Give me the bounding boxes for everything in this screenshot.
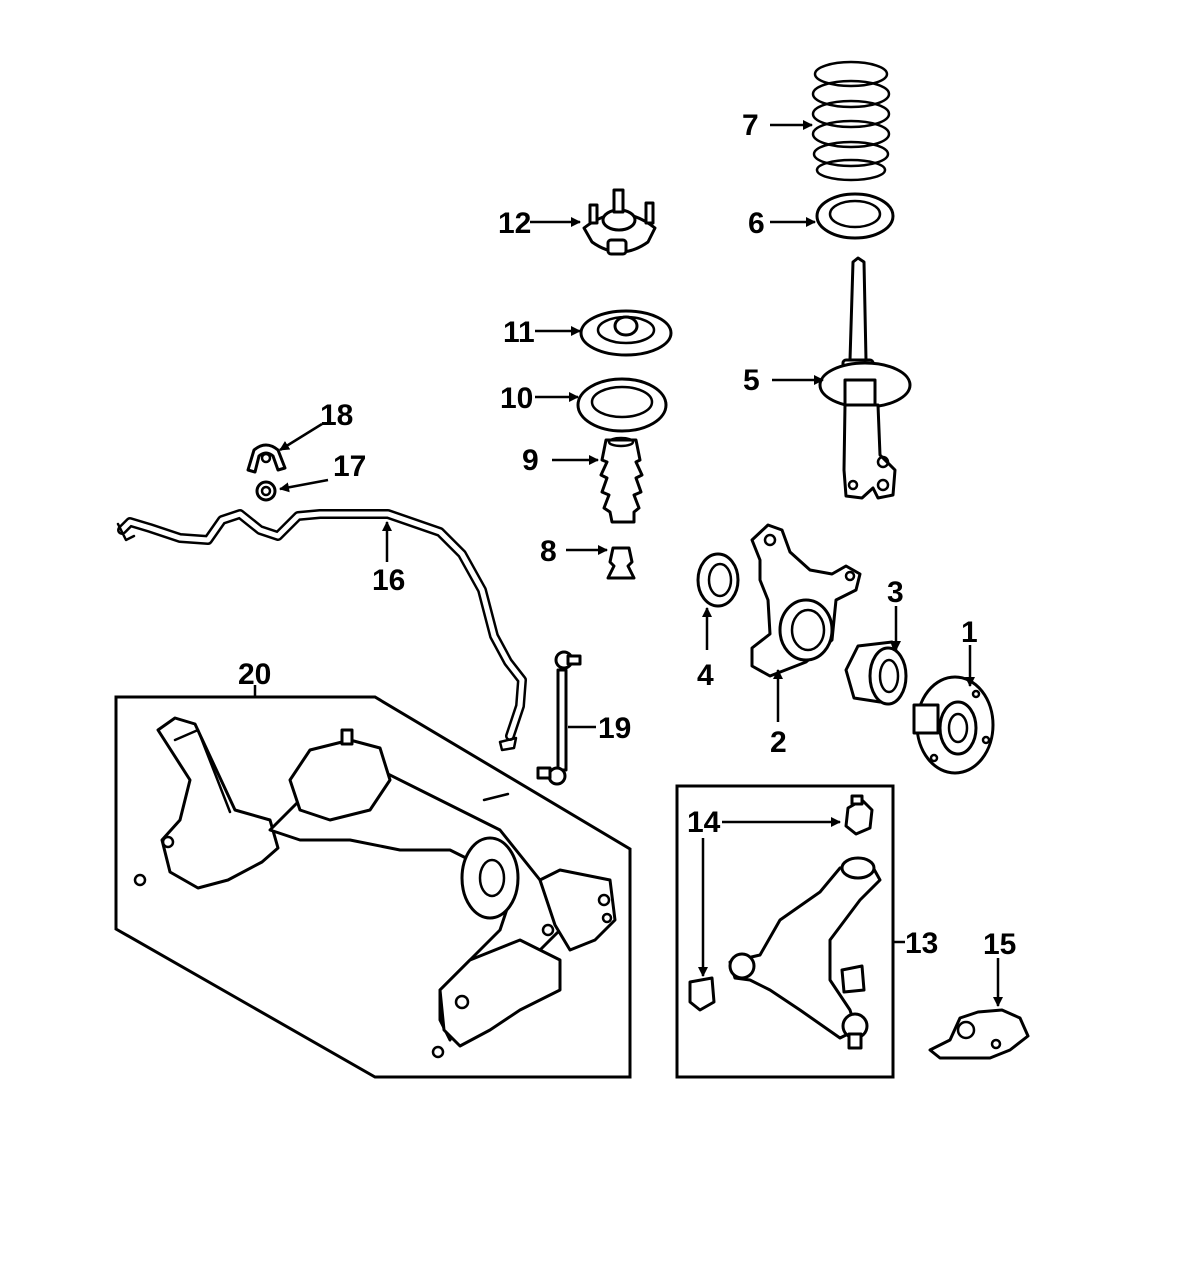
callout-6: 6 bbox=[748, 207, 765, 240]
callout-4: 4 bbox=[697, 659, 714, 692]
lower-arm-bushing bbox=[688, 976, 716, 1012]
subframe-box bbox=[114, 695, 632, 1079]
lower-arm-box bbox=[675, 784, 895, 1079]
wheel-hub bbox=[912, 675, 995, 775]
spring-insulator bbox=[576, 377, 668, 433]
bump-stop bbox=[606, 546, 636, 580]
leader-17 bbox=[279, 478, 329, 493]
ball-joint bbox=[844, 794, 874, 836]
coil-spring bbox=[811, 60, 891, 182]
lower-control-arm bbox=[728, 856, 882, 1050]
strut-mount bbox=[582, 188, 657, 256]
spring-seat bbox=[815, 192, 895, 240]
callout-17: 17 bbox=[333, 450, 366, 483]
callout-19: 19 bbox=[598, 712, 631, 745]
stabilizer-bar bbox=[116, 509, 527, 752]
callout-12: 12 bbox=[498, 207, 531, 240]
callout-3: 3 bbox=[887, 576, 904, 609]
stabilizer-bushing bbox=[255, 480, 277, 502]
callout-13: 13 bbox=[905, 927, 938, 960]
callout-1: 1 bbox=[961, 616, 978, 649]
callout-16: 16 bbox=[372, 564, 405, 597]
callout-20: 20 bbox=[238, 658, 271, 691]
callout-9: 9 bbox=[522, 444, 539, 477]
callout-7: 7 bbox=[742, 109, 759, 142]
stabilizer-bracket bbox=[246, 443, 287, 474]
callout-14: 14 bbox=[687, 806, 721, 839]
front-crossmember bbox=[133, 716, 617, 1059]
wheel-bearing bbox=[844, 640, 908, 706]
callout-8: 8 bbox=[540, 535, 557, 568]
callout-5: 5 bbox=[743, 364, 760, 397]
leader-18 bbox=[279, 422, 323, 452]
callout-11: 11 bbox=[503, 316, 535, 349]
callout-10: 10 bbox=[500, 382, 533, 415]
strut-assembly bbox=[818, 256, 912, 500]
hub-seal bbox=[696, 552, 740, 608]
callout-18: 18 bbox=[320, 399, 353, 432]
callout-2: 2 bbox=[770, 726, 787, 759]
steering-knuckle bbox=[750, 523, 862, 678]
stabilizer-link bbox=[536, 650, 582, 786]
upper-spring-seat bbox=[579, 309, 673, 357]
dust-boot bbox=[599, 436, 644, 524]
callout-15: 15 bbox=[983, 928, 1016, 961]
lower-arm-bracket bbox=[928, 1008, 1030, 1060]
